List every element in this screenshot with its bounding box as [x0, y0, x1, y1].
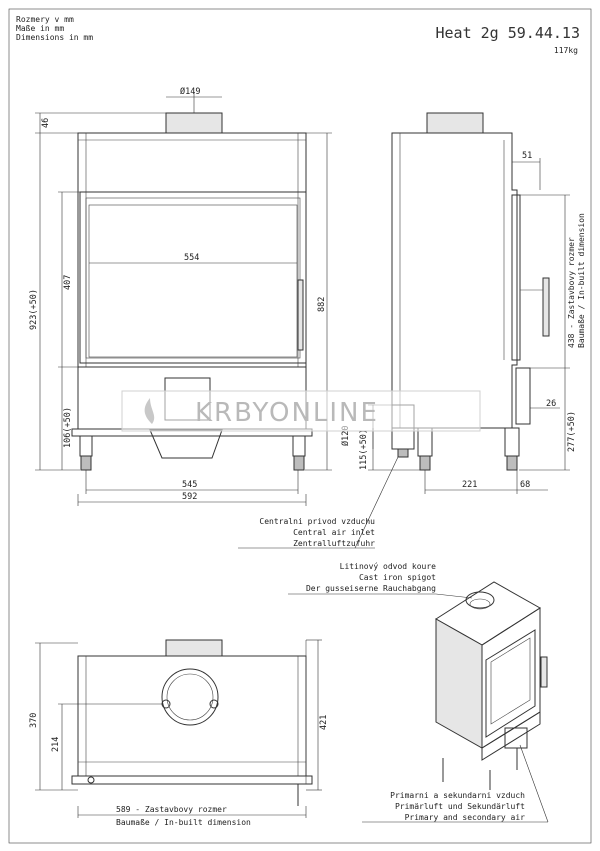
primary-air-de: Primärluft und Sekundärluft: [395, 802, 525, 811]
door-handle: [297, 279, 304, 351]
side-flue: [426, 112, 484, 134]
callout-air-inlet: Centralni privod vzduchu Central air inl…: [238, 456, 399, 549]
dim-glass-width: 554: [184, 253, 199, 263]
callout-primary-air: Primarni a sekundarni vzduch Primärluft …: [362, 744, 549, 823]
side-control: [515, 367, 531, 425]
callout-spigot: Litinový odvod koure Cast iron spigot De…: [288, 562, 473, 599]
side-foot-front: [419, 455, 431, 471]
dim-214: 214: [51, 737, 61, 752]
top-view: 370 214 421 589 - Zastavbovy rozmer Baum…: [29, 639, 329, 827]
front-foot-left: [79, 435, 93, 457]
dim-68: 68: [520, 480, 530, 490]
front-body: [77, 132, 307, 368]
iso-inlet: [504, 727, 528, 749]
units-line-2: Maße in mm: [16, 24, 64, 33]
front-view: Ø149 46 554 923(+50) 407 882 106(+50) 54…: [29, 86, 332, 506]
spigot-en: Cast iron spigot: [359, 573, 436, 582]
spigot-de: Der gusseiserne Rauchabgang: [306, 584, 436, 593]
dim-bottom: 106(+50): [63, 407, 73, 448]
dim-built-in: 438 - Zastavbovy rozmer: [567, 237, 576, 348]
front-door-frame: [79, 191, 307, 364]
watermark-text: KRBYONLINE: [195, 398, 379, 428]
dim-built-in-2: Baumaße / In-built dimension: [577, 213, 586, 348]
dim-51: 51: [522, 151, 532, 161]
dim-height-b: 407: [63, 275, 73, 290]
primary-air-cz: Primarni a sekundarni vzduch: [390, 791, 525, 800]
dim-221: 221: [462, 480, 477, 490]
front-flue: [165, 112, 223, 134]
dim-inlet-dia: Ø120: [340, 426, 351, 446]
dim-370: 370: [29, 713, 39, 728]
iso-handle: [540, 656, 548, 688]
model-title: Heat 2g 59.44.13: [436, 24, 581, 42]
dim-width-outer: 592: [182, 492, 197, 502]
dim-top: 46: [41, 118, 51, 128]
dim-width-inner: 545: [182, 480, 197, 490]
spigot-cz: Litinový odvod koure: [340, 562, 437, 571]
isometric-view: [435, 581, 548, 790]
units-line-3: Dimensions in mm: [16, 33, 93, 42]
air-inlet-en: Central air inlet: [293, 528, 375, 537]
flame-icon: [144, 398, 155, 424]
dim-589: 589 - Zastavbovy rozmer: [116, 805, 227, 814]
iso-door: [485, 629, 536, 738]
dim-115: 115(+50): [359, 429, 369, 470]
iso-side: [435, 618, 483, 749]
front-foot-right: [292, 435, 306, 457]
dim-589-2: Baumaße / In-built dimension: [116, 818, 251, 827]
units-line-1: Rozmery v mm: [16, 15, 74, 24]
side-door: [511, 194, 521, 361]
air-inlet-cz: Centralni privod vzduchu: [259, 517, 375, 526]
dim-flue-dia: Ø149: [180, 86, 200, 97]
side-body: [391, 132, 518, 429]
watermark-box: [121, 390, 481, 432]
dim-height-a: 923(+50): [29, 289, 39, 330]
iso-flue: [465, 591, 495, 609]
side-handle: [542, 277, 550, 337]
dim-overall: 882: [317, 297, 327, 312]
front-glass: [88, 204, 298, 358]
model-weight: 117kg: [554, 46, 578, 55]
side-foot-rear: [506, 455, 518, 471]
primary-air-en: Primary and secondary air: [405, 813, 526, 822]
front-air-inlet-box: [149, 429, 223, 459]
top-flue-ring: [161, 668, 219, 726]
air-inlet-de: Zentralluftzufuhr: [293, 539, 375, 548]
dim-421: 421: [319, 715, 329, 730]
drawing-frame: [8, 8, 592, 844]
dim-26: 26: [546, 399, 556, 409]
dim-277: 277(+50): [567, 411, 577, 452]
side-view: 51 438 - Zastavbovy rozmer Baumaße / In-…: [340, 112, 586, 494]
